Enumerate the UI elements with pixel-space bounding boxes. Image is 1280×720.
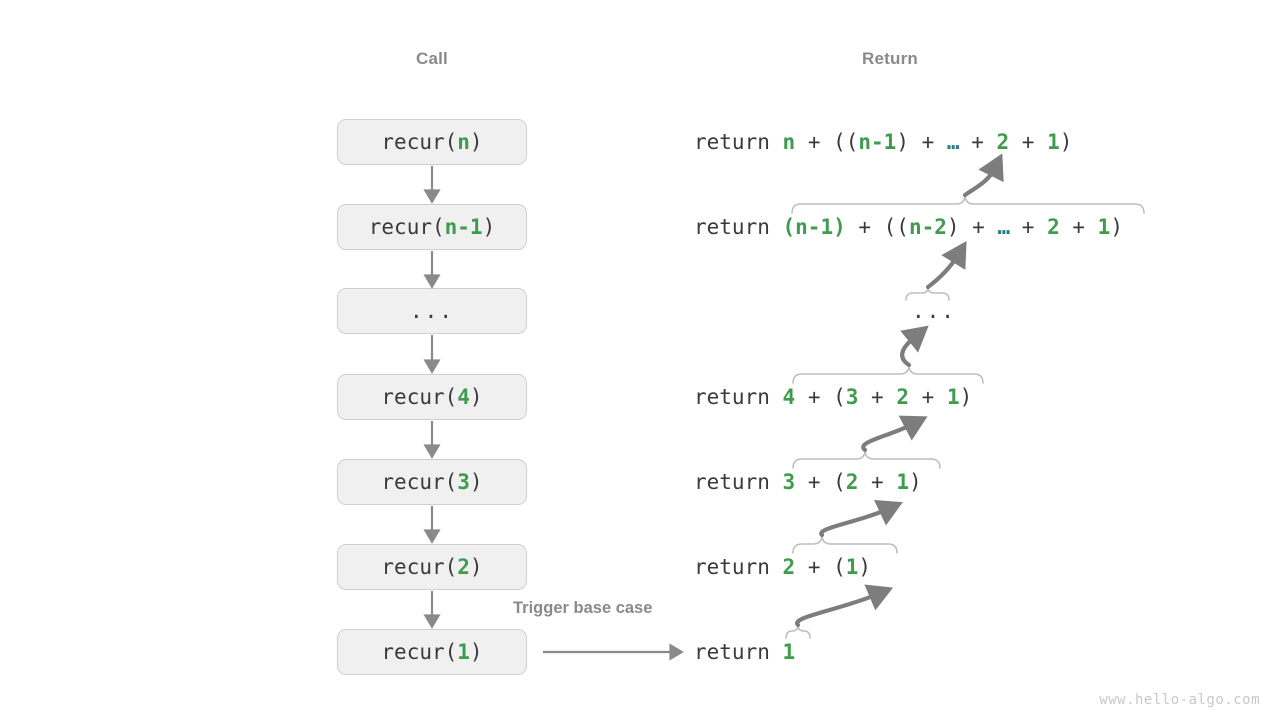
return-line-0: return n + ((n-1) + … + 2 + 1) [694, 130, 1072, 154]
return-token-3: + [858, 470, 897, 494]
call-box-close: ) [469, 555, 483, 579]
return-token-5: + [1009, 215, 1048, 239]
brace-line-6 [792, 534, 898, 554]
return-token-2: 1 [845, 555, 859, 579]
return-token-4: 1 [896, 470, 909, 494]
return-line-2: ... [912, 299, 956, 323]
brace-line-4 [792, 364, 984, 384]
return-arrow-2 [962, 153, 1004, 198]
return-token-3: ) + [896, 130, 947, 154]
return-token-2: 2 [845, 470, 859, 494]
return-token-3: ) + [946, 215, 998, 239]
return-token-0: (n-1) [782, 215, 846, 239]
call-box-fn: recur( [381, 640, 458, 664]
return-line-5: return 2 + (1) [694, 555, 871, 579]
call-box-fn: recur( [368, 215, 445, 239]
call-box-fn: recur( [381, 470, 458, 494]
call-box-4: recur(3) [337, 459, 527, 505]
return-token-1: + ( [795, 385, 846, 409]
call-box-fn: recur( [381, 555, 458, 579]
return-line-3: return 4 + (3 + 2 + 1) [694, 385, 972, 409]
column-header-return: Return [862, 49, 918, 68]
call-box-close: ) [469, 130, 483, 154]
return-keyword: return [694, 640, 783, 664]
return-token-5: + [909, 385, 947, 409]
call-box-arg: n [457, 130, 470, 154]
call-box-arg: 2 [457, 555, 470, 579]
call-box-fn: recur( [381, 130, 458, 154]
return-token-1: + ( [795, 470, 846, 494]
return-keyword: return [694, 130, 783, 154]
call-box-arg: n-1 [444, 215, 483, 239]
return-keyword: return [694, 555, 783, 579]
brace-line-7 [785, 624, 811, 639]
return-line-4: return 3 + (2 + 1) [694, 470, 922, 494]
return-token-2: 3 [845, 385, 859, 409]
watermark: www.hello-algo.com [1099, 692, 1260, 708]
call-box-1: recur(n-1) [337, 204, 527, 250]
return-keyword: return [694, 215, 783, 239]
call-box-close: ) [469, 385, 483, 409]
call-box-fn: recur( [381, 385, 458, 409]
return-token-2: n-1 [858, 130, 897, 154]
return-keyword: return [694, 470, 783, 494]
call-box-label: ... [410, 299, 454, 323]
return-arrow-3 [925, 241, 967, 290]
return-token-0: 1 [782, 640, 796, 664]
return-arrow-7 [795, 584, 894, 628]
return-arrow-5 [861, 415, 928, 453]
return-token-3: + [858, 385, 897, 409]
call-box-5: recur(2) [337, 544, 527, 590]
return-token-6: 2 [1047, 215, 1060, 239]
return-line-6: return 1 [694, 640, 795, 664]
return-arrow-4 [900, 325, 929, 368]
return-token-8: 1 [1097, 215, 1111, 239]
call-box-close: ) [482, 215, 496, 239]
return-token-0: 4 [782, 385, 796, 409]
return-token-3: ) [858, 555, 872, 579]
return-token-5: + [958, 130, 997, 154]
call-box-2: ... [337, 288, 527, 334]
return-token-6: 2 [996, 130, 1010, 154]
return-token-4: … [997, 215, 1010, 239]
return-token-4: 2 [896, 385, 909, 409]
call-box-arg: 4 [457, 385, 470, 409]
return-token-2: n-2 [908, 215, 947, 239]
call-box-close: ) [469, 640, 483, 664]
column-header-call: Call [416, 49, 448, 68]
return-arrow-6 [819, 499, 903, 538]
return-keyword: return [694, 385, 783, 409]
return-token-7: + [1059, 215, 1098, 239]
brace-line-5 [792, 449, 941, 469]
return-token-0: n [782, 130, 796, 154]
call-box-6: recur(1) [337, 629, 527, 675]
return-line-1: return (n-1) + ((n-2) + … + 2 + 1) [694, 215, 1123, 239]
return-token-7: + [1009, 130, 1048, 154]
return-token-6: 1 [946, 385, 960, 409]
return-token-1: + ( [795, 555, 846, 579]
return-token-1: + (( [795, 130, 859, 154]
return-token-0: 2 [782, 555, 796, 579]
brace-line-2 [791, 194, 1145, 214]
call-box-arg: 1 [457, 640, 470, 664]
return-token-8: 1 [1047, 130, 1060, 154]
return-token-7: ) [959, 385, 973, 409]
return-token-0: ... [912, 299, 956, 323]
return-token-9: ) [1059, 130, 1073, 154]
call-box-0: recur(n) [337, 119, 527, 165]
return-token-4: … [946, 130, 960, 154]
return-token-5: ) [909, 470, 922, 494]
return-token-0: 3 [782, 470, 796, 494]
call-box-close: ) [469, 470, 483, 494]
return-token-1: + (( [845, 215, 909, 239]
return-token-9: ) [1110, 215, 1123, 239]
trigger-base-case-label: Trigger base case [513, 599, 653, 617]
call-box-arg: 3 [457, 470, 470, 494]
call-box-3: recur(4) [337, 374, 527, 420]
